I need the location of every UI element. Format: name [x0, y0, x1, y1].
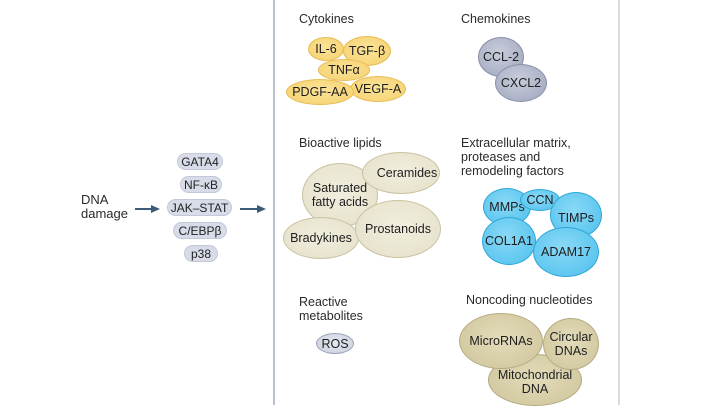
cytokine-il-6: IL-6 [308, 37, 344, 61]
bioactive-lipids-title: Bioactive lipids [299, 136, 382, 150]
ecm-title-line2: proteases and [461, 150, 541, 164]
reactive-metabolites-line2: metabolites [299, 309, 363, 323]
cytokine-vegf-a: VEGF-A [350, 76, 406, 102]
ecm-adam17: ADAM17 [533, 227, 599, 277]
chemokines-title: Chemokines [461, 12, 531, 26]
tf-nf-kb: NF-κB [180, 176, 222, 193]
noncoding-micrornas: MicroRNAs [459, 313, 543, 369]
tf-p38: p38 [184, 245, 218, 262]
tf-gata4: GATA4 [177, 153, 223, 170]
chemokine-cxcl2: CXCL2 [495, 64, 547, 102]
lipid-prostanoids: Prostanoids [355, 200, 441, 258]
arrow-to-sasp [240, 204, 266, 214]
lipid-ceramides: Ceramides [362, 152, 440, 194]
dna-damage-label: DNA damage [81, 193, 128, 221]
ecm-title-line3: remodeling factors [461, 164, 564, 178]
left-panel-divider [273, 0, 275, 405]
dna-damage-line1: DNA [81, 192, 109, 207]
metabolite-ros: ROS [316, 333, 354, 354]
cytokines-title: Cytokines [299, 12, 354, 26]
ecm-title-line1: Extracellular matrix, [461, 136, 571, 150]
tf-jak-stat: JAK–STAT [167, 199, 232, 216]
ecm-col1a1: COL1A1 [482, 217, 536, 265]
noncoding-title: Noncoding nucleotides [466, 293, 593, 307]
right-panel-divider [618, 0, 620, 405]
reactive-metabolites-title: Reactive metabolites [299, 295, 363, 323]
cytokine-pdgf-aa: PDGF-AA [286, 79, 354, 105]
lipid-bradykines: Bradykines [283, 217, 359, 259]
dna-damage-line2: damage [81, 206, 128, 221]
reactive-metabolites-line1: Reactive [299, 295, 348, 309]
arrow-to-transcription-factors [135, 204, 160, 214]
tf-cebpb: C/EBPβ [173, 222, 227, 239]
ecm-title: Extracellular matrix, proteases and remo… [461, 136, 571, 178]
cytokine-tnfa: TNFα [318, 59, 370, 81]
